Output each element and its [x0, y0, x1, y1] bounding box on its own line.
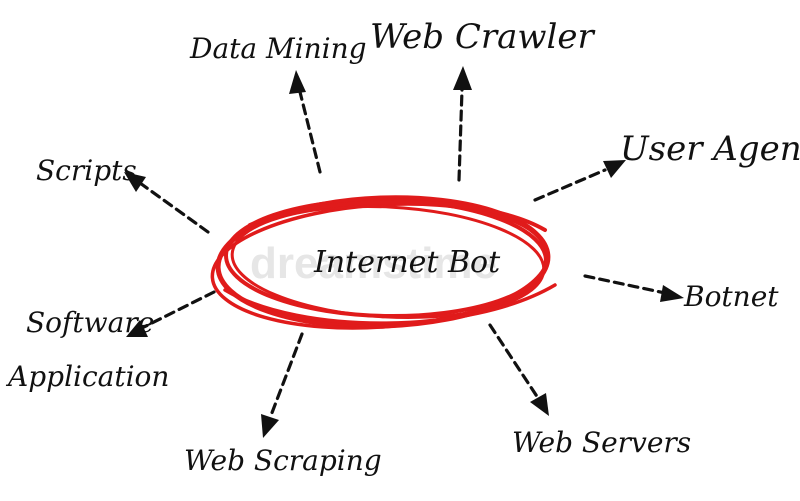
- watermark-text: dreamstime: [250, 239, 497, 288]
- arrowhead-user-agent: [603, 160, 626, 178]
- node-label-user-agent: User Agent: [620, 129, 800, 169]
- node-label-web-servers: Web Servers: [512, 426, 691, 459]
- node-label-scripts: Scripts: [36, 154, 137, 187]
- node-label-web-scraping: Web Scraping: [184, 444, 382, 477]
- node-label-data-mining: Data Mining: [189, 32, 367, 65]
- connector-scripts: [124, 172, 210, 234]
- arrowhead-scripts: [124, 172, 146, 192]
- connector-user-agent: [533, 160, 626, 202]
- node-label-application: Application: [5, 360, 169, 393]
- node-label-botnet: Botnet: [683, 280, 779, 313]
- connector-web-crawler: [453, 66, 472, 182]
- arrowhead-web-scraping: [261, 414, 279, 438]
- arrowhead-software-application: [126, 320, 148, 337]
- connector-software-application: [126, 290, 216, 337]
- connector-web-servers: [488, 323, 549, 416]
- center-node-label: Internet Bot: [313, 245, 501, 280]
- arrowhead-web-servers: [530, 393, 549, 416]
- arrowhead-data-mining: [289, 70, 306, 94]
- node-label-web-crawler: Web Crawler: [370, 17, 596, 57]
- center-ring: [210, 195, 557, 330]
- connector-data-mining: [289, 70, 322, 174]
- arrowhead-web-crawler: [453, 66, 472, 90]
- node-label-software: Software: [26, 306, 154, 339]
- connector-web-scraping: [261, 332, 304, 438]
- connector-botnet: [583, 274, 684, 302]
- arrowhead-botnet: [660, 285, 684, 302]
